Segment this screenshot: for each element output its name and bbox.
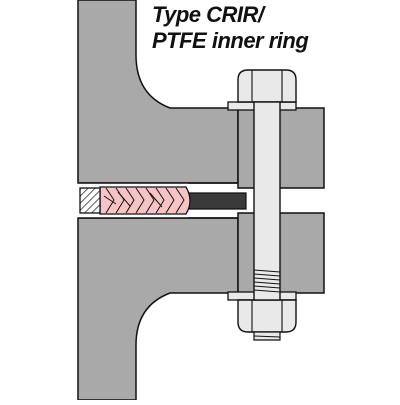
lower-nut — [237, 299, 297, 333]
diagram-title-line-2: PTFE inner ring — [152, 28, 309, 53]
bolt-shaft — [253, 101, 281, 301]
spiral-wound-gasket — [99, 186, 191, 215]
upper-flange-right — [237, 107, 325, 189]
lower-flange — [77, 217, 239, 401]
ptfe-inner-ring — [79, 187, 101, 214]
outer-guide-ring — [184, 192, 247, 210]
bolt-lower-tip — [253, 331, 281, 341]
lower-flange-right — [237, 212, 325, 294]
gasket-windings — [103, 187, 185, 214]
bolt-threads — [253, 269, 281, 338]
upper-nut — [237, 69, 297, 103]
diagram-title-line-1: Type CRIR/ — [152, 2, 264, 27]
